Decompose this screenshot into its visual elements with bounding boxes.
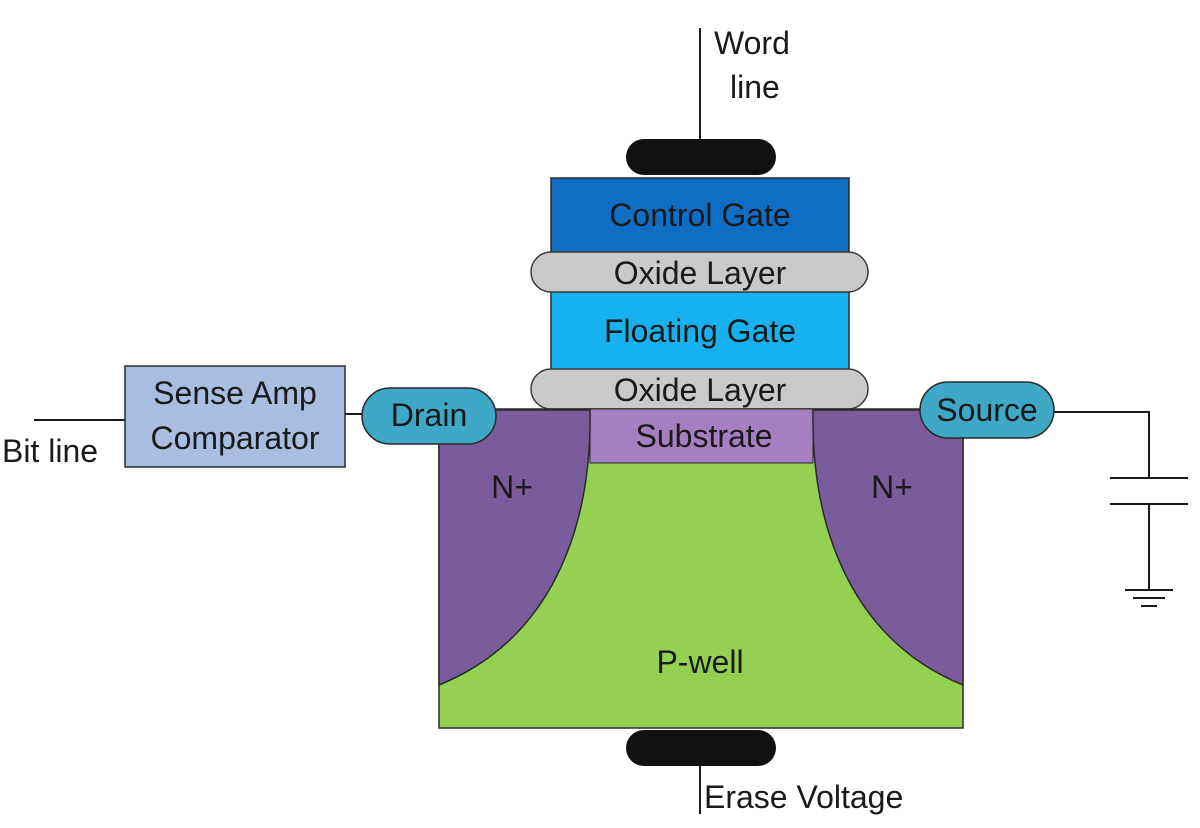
n-plus-right-region xyxy=(812,409,964,687)
n-plus-right-label: N+ xyxy=(871,469,913,505)
substrate-label: Substrate xyxy=(636,418,773,454)
erase-contact xyxy=(626,730,776,766)
drain-terminal xyxy=(361,387,497,445)
floating-gate xyxy=(550,289,850,373)
n-plus-left-region xyxy=(438,409,591,687)
floating-gate-label: Floating Gate xyxy=(604,313,796,349)
oxide-layer-top xyxy=(530,251,869,293)
drain-label: Drain xyxy=(391,397,467,433)
source-label: Source xyxy=(936,392,1037,428)
source-wire xyxy=(1054,411,1150,478)
p-well-label: P-well xyxy=(656,644,743,680)
ground-icon xyxy=(1125,589,1173,607)
oxide-layer-bottom-label: Oxide Layer xyxy=(614,372,787,408)
source-terminal xyxy=(919,381,1055,439)
sense-amp-label-2: Comparator xyxy=(151,420,320,456)
sense-amp-label-1: Sense Amp xyxy=(153,375,317,411)
sense-amp-comparator-box xyxy=(124,365,346,468)
control-gate-label: Control Gate xyxy=(609,197,790,233)
erase-voltage-label: Erase Voltage xyxy=(704,779,903,815)
word-line-contact xyxy=(626,139,776,175)
bit-line-label: Bit line xyxy=(2,433,98,469)
word-line-label-1: Word xyxy=(714,25,790,61)
oxide-layer-top-label: Oxide Layer xyxy=(614,255,787,291)
word-line-label-2: line xyxy=(730,69,780,105)
n-plus-left-label: N+ xyxy=(491,469,533,505)
